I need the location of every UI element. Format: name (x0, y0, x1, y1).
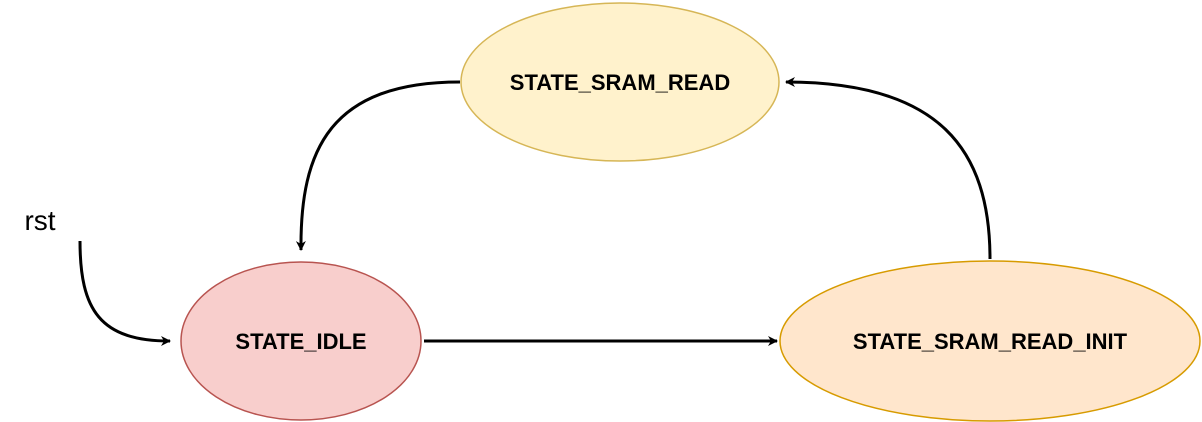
state-idle-label: STATE_IDLE (235, 329, 366, 354)
edge-reset-to-idle (78, 240, 171, 346)
state-idle: STATE_IDLE (180, 261, 422, 421)
state-sram-read-init-node (779, 260, 1201, 422)
state-sram-read: STATE_SRAM_READ (460, 2, 780, 162)
reset-label: rst (24, 205, 55, 236)
state-sram-read-label: STATE_SRAM_READ (510, 70, 730, 95)
state-sram-read-node (460, 2, 780, 162)
state-sram-read-init: STATE_SRAM_READ_INIT (779, 260, 1201, 422)
edge-sram-read-to-idle (295, 80, 461, 251)
edge-sram-read-init-to-sram-read (785, 77, 992, 260)
state-idle-node (180, 261, 422, 421)
state-sram-read-init-label: STATE_SRAM_READ_INIT (853, 329, 1128, 354)
